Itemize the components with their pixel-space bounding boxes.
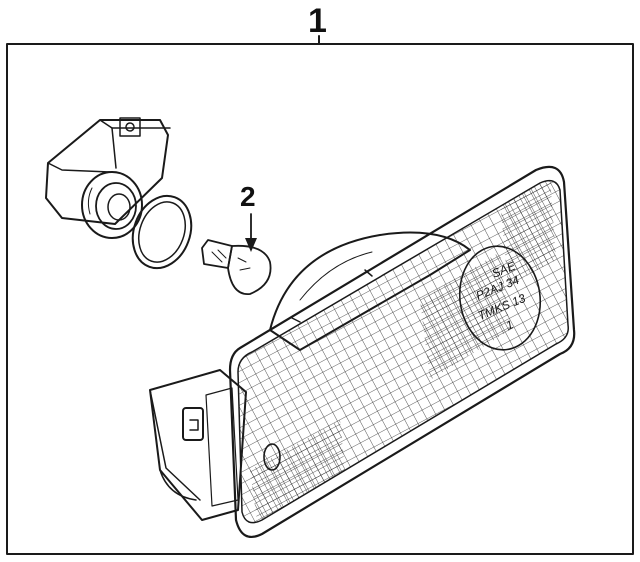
lamp-lens (228, 165, 576, 538)
bulb-socket (45, 117, 171, 239)
bulb-leader-arrow (245, 213, 257, 252)
socket-gasket (131, 194, 193, 270)
callout-number-1: 1 (308, 2, 327, 40)
callout-number-2: 2 (240, 181, 256, 212)
wedge-bulb (201, 239, 272, 295)
stamp-line-4: 1 (504, 317, 515, 332)
